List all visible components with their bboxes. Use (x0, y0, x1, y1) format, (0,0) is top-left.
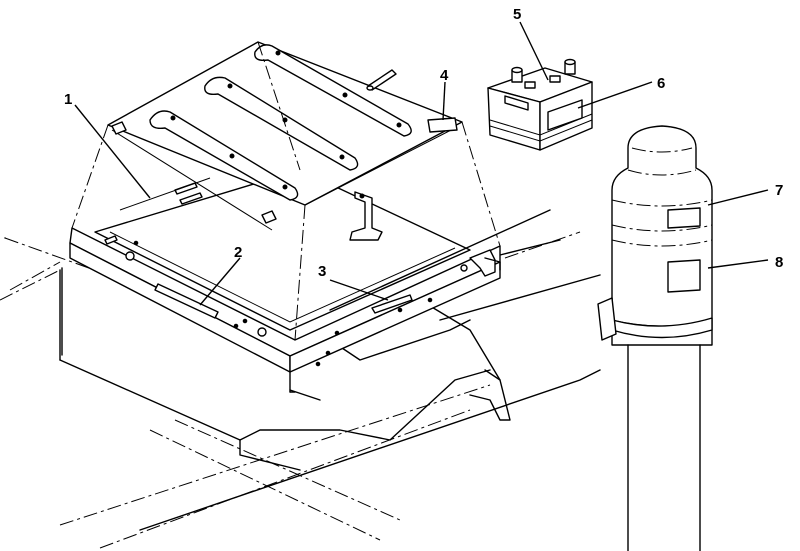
callout-1: 1 (64, 91, 72, 108)
decal-8 (667, 259, 701, 293)
battery-box (61, 169, 501, 393)
decal-3 (371, 294, 413, 314)
canister (597, 125, 713, 551)
decal-4 (427, 117, 458, 133)
callout-4: 4 (440, 67, 449, 84)
leader-lines (74, 21, 769, 306)
callout-7: 7 (775, 182, 783, 199)
callout-labels: 1 2 3 4 5 6 7 8 (64, 6, 783, 280)
vehicle-frame (0, 209, 601, 549)
callout-6: 6 (657, 75, 665, 92)
battery-cover (71, 41, 501, 341)
battery (487, 58, 593, 151)
callout-8: 8 (775, 254, 783, 271)
mounting-bracket (349, 191, 383, 241)
decal-2 (154, 283, 219, 319)
decal-7 (667, 207, 701, 229)
callout-2: 2 (234, 244, 242, 261)
callout-3: 3 (318, 263, 326, 280)
callout-5: 5 (513, 6, 521, 23)
